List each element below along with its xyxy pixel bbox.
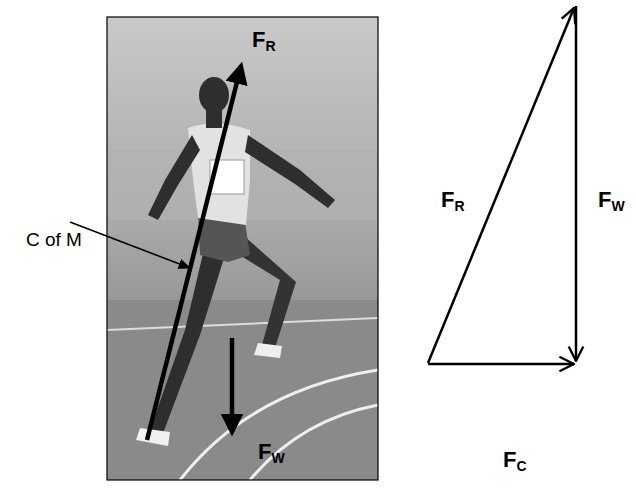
callout-label: C of M <box>26 230 82 251</box>
resultant-vector <box>428 8 574 363</box>
force-label: FC <box>503 448 527 474</box>
force-label: FR <box>441 188 465 214</box>
leader-line <box>70 222 190 268</box>
sprinter-photo <box>107 17 378 480</box>
force-label: FW <box>258 440 285 466</box>
friction-vector <box>428 363 574 366</box>
resultant-force-arrow <box>147 66 241 440</box>
weight-force-arrow <box>230 338 235 432</box>
force-label: FW <box>598 188 625 214</box>
force-label: FR <box>252 28 276 54</box>
weight-vector <box>575 6 578 361</box>
photo-frame <box>107 17 378 480</box>
